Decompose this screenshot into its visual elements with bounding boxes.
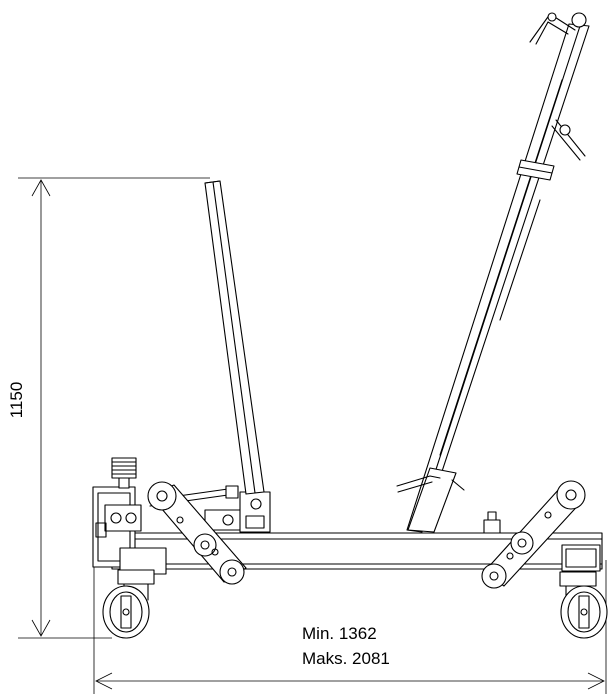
right-swing-arm (481, 480, 586, 589)
column-sleeve (407, 467, 457, 533)
length-dimension: Min. 1362 Maks. 2081 (93, 560, 607, 694)
length-arrow-left (95, 672, 113, 690)
lifting-column (396, 12, 590, 533)
pump-assembly (95, 457, 271, 538)
length-max-label: Maks. 2081 (302, 649, 390, 668)
lever-pivot (239, 491, 271, 533)
length-arrow-right (587, 672, 605, 690)
height-label: 1150 (7, 382, 26, 419)
left-caster-fork (117, 569, 155, 585)
column-top-cap (571, 12, 587, 28)
height-arrow-top (31, 179, 51, 197)
frame-fitting (483, 511, 501, 534)
pump-handle (204, 180, 265, 495)
left-arm-roller-bottom (219, 559, 245, 585)
left-caster (102, 569, 155, 639)
left-swing-arm (147, 481, 247, 585)
height-arrow-bottom (31, 619, 51, 637)
right-arm-roller-bottom (481, 563, 507, 589)
release-knob (111, 457, 137, 479)
right-caster (559, 571, 608, 639)
left-arm-roller-top (147, 481, 177, 511)
right-caster-fork (559, 571, 597, 587)
right-arm-roller-top (556, 480, 586, 510)
height-dimension: 1150 (7, 177, 210, 639)
length-min-label: Min. 1362 (302, 624, 377, 643)
